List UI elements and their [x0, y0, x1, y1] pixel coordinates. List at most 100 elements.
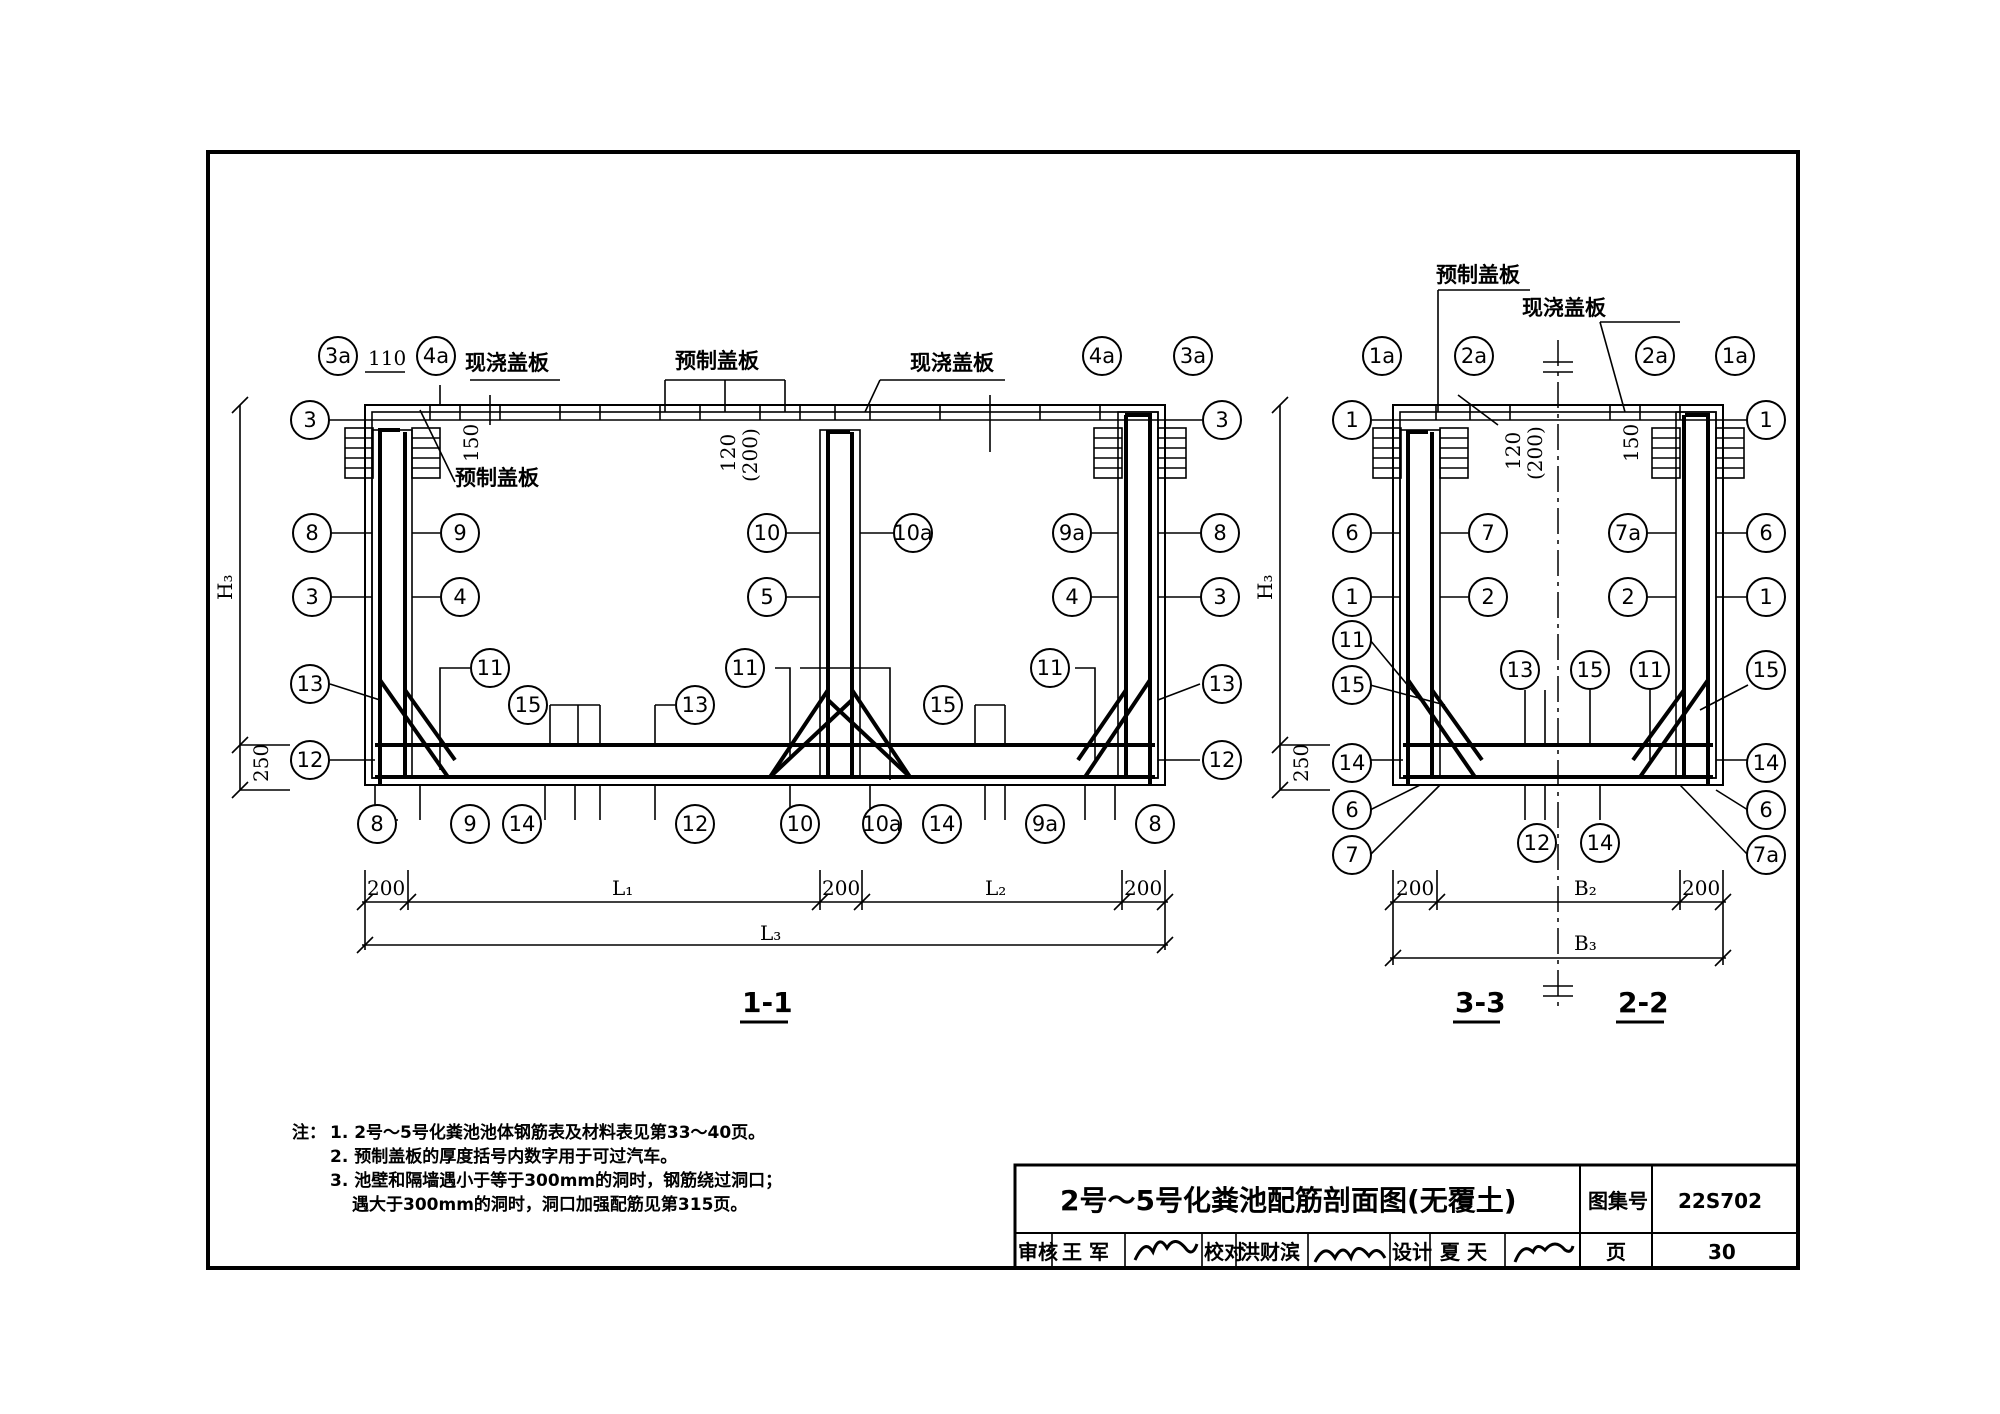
svg-text:4: 4: [1065, 585, 1078, 609]
svg-text:1: 1: [1345, 585, 1358, 609]
dim-chain-1-1: [356, 870, 1174, 954]
bubble-bottom-14-b: 14: [922, 804, 962, 844]
bubble-15-right-2-2: 15: [1746, 650, 1786, 690]
bubble-3a-right: 3a: [1173, 336, 1213, 376]
tank-outline-1-1: [364, 404, 1166, 786]
bubble-2-mid-right: 2: [1608, 577, 1648, 617]
svg-text:14: 14: [509, 812, 536, 836]
svg-text:10: 10: [787, 812, 814, 836]
label-precast-cover-3: 预制盖板: [1436, 263, 1521, 287]
bubbles-1-1: 3a 4a 4a 3a 3 3 8 9 10 10a 9a 8 3 4 5 4 …: [290, 336, 1242, 844]
reviewer-signature: [1133, 1240, 1199, 1261]
bubbles-2-2: 1a 2a 2a 1a 1 1 6 7 7a 6 1 2 2 1 11 15 1…: [1332, 336, 1786, 875]
bubble-6-bottom-right: 6: [1746, 790, 1786, 830]
bubble-15-a: 15: [508, 685, 548, 725]
svg-text:6: 6: [1345, 798, 1358, 822]
svg-text:7a: 7a: [1615, 521, 1641, 545]
svg-text:11: 11: [1037, 656, 1064, 680]
svg-text:12: 12: [1524, 831, 1551, 855]
section-3-3-2-2: H₃ 250 200 B₂ 200 B₃ 预制盖板 现浇盖板 120 (200)…: [1253, 263, 1786, 1024]
bubble-4a-right: 4a: [1082, 336, 1122, 376]
checker-signature: [1313, 1247, 1387, 1263]
bubble-2a-right: 2a: [1635, 336, 1675, 376]
notes: 注： 1. 2号～5号化粪池池体钢筋表及材料表见第33～40页。 2. 预制盖板…: [292, 1122, 782, 1215]
ladder-left: [344, 427, 441, 479]
section-title-1-1: 1-1: [742, 986, 793, 1019]
bubble-15-left-2-2: 15: [1332, 665, 1372, 705]
bubble-1-mid-left: 1: [1332, 577, 1372, 617]
bubble-bottom-8-left: 8: [357, 804, 397, 844]
svg-text:10a: 10a: [862, 812, 902, 836]
svg-text:8: 8: [1148, 812, 1161, 836]
bubble-6-left: 6: [1332, 513, 1372, 553]
dim-L3: L₃: [760, 921, 781, 945]
svg-text:2: 2: [1621, 585, 1634, 609]
svg-text:12: 12: [682, 812, 709, 836]
drawing-title: 2号～5号化粪池配筋剖面图(无覆土): [1060, 1184, 1517, 1217]
dim-200-b: 200: [822, 876, 860, 900]
sheet-border: [206, 150, 1800, 1270]
bubble-4-mid-right: 4: [1052, 577, 1092, 617]
bubble-1-top-right: 1: [1746, 400, 1786, 440]
page-label: 页: [1606, 1240, 1626, 1264]
bubble-3-mid-right: 3: [1200, 577, 1240, 617]
svg-text:7a: 7a: [1753, 843, 1779, 867]
reviewer-name: 王 军: [1062, 1240, 1109, 1264]
svg-text:8: 8: [1213, 521, 1226, 545]
label-cast-cover-3: 现浇盖板: [1522, 296, 1607, 320]
svg-text:3: 3: [303, 408, 316, 432]
bubble-14-bottom-2-2: 14: [1580, 823, 1620, 863]
bubble-2a-left: 2a: [1454, 336, 1494, 376]
bubble-11-b: 11: [725, 648, 765, 688]
notes-head: 注：: [292, 1122, 326, 1143]
svg-text:3a: 3a: [1180, 344, 1206, 368]
bubble-12-right: 12: [1202, 740, 1242, 780]
atlas-label: 图集号: [1588, 1189, 1648, 1213]
svg-text:1a: 1a: [1722, 344, 1748, 368]
label-250: 250: [249, 744, 273, 782]
bubble-1a-right: 1a: [1715, 336, 1755, 376]
check-label: 校对: [1204, 1240, 1244, 1264]
dim-B2: B₂: [1574, 876, 1597, 900]
svg-text:1: 1: [1759, 585, 1772, 609]
label-precast-cover-2: 预制盖板: [455, 466, 540, 490]
dim-150-2-2: 150: [1619, 424, 1643, 462]
svg-text:13: 13: [1507, 658, 1534, 682]
dim-200-c: 200: [1124, 876, 1162, 900]
dim-h3-1-1: [231, 396, 290, 799]
svg-text:14: 14: [1339, 751, 1366, 775]
svg-text:14: 14: [929, 812, 956, 836]
bubble-bottom-14-a: 14: [502, 804, 542, 844]
svg-text:7: 7: [1481, 521, 1494, 545]
bubble-10a: 10a: [893, 513, 933, 553]
dim-B3: B₃: [1574, 931, 1597, 955]
review-label: 审核: [1018, 1240, 1058, 1264]
page-number: 30: [1708, 1240, 1736, 1264]
svg-text:9a: 9a: [1032, 812, 1058, 836]
svg-text:3: 3: [1215, 408, 1228, 432]
svg-text:2a: 2a: [1642, 344, 1668, 368]
bubble-7-bottom-left: 7: [1332, 835, 1372, 875]
bubble-6-bottom-left: 6: [1332, 790, 1372, 830]
designer-signature: [1513, 1242, 1575, 1263]
design-label: 设计: [1392, 1240, 1432, 1264]
ladder-right: [1093, 427, 1187, 479]
note-3: 3. 池壁和隔墙遇小于等于300mm的洞时，钢筋绕过洞口；: [330, 1170, 782, 1191]
svg-text:4: 4: [453, 585, 466, 609]
svg-text:3: 3: [1213, 585, 1226, 609]
label-precast-cover-1: 预制盖板: [675, 349, 760, 373]
label-h3: H₃: [213, 575, 237, 600]
bubble-12-left: 12: [290, 740, 330, 780]
svg-text:11: 11: [1637, 658, 1664, 682]
svg-text:9a: 9a: [1059, 521, 1085, 545]
svg-text:6: 6: [1345, 521, 1358, 545]
svg-text:12: 12: [1209, 748, 1236, 772]
svg-text:14: 14: [1587, 831, 1614, 855]
dim-200-d: 200: [1396, 876, 1434, 900]
svg-text:4a: 4a: [423, 344, 449, 368]
bubble-11-left-2-2: 11: [1332, 620, 1372, 660]
svg-text:3a: 3a: [325, 344, 351, 368]
svg-text:1: 1: [1345, 408, 1358, 432]
bubble-11-c: 11: [1030, 648, 1070, 688]
svg-text:15: 15: [1753, 658, 1780, 682]
